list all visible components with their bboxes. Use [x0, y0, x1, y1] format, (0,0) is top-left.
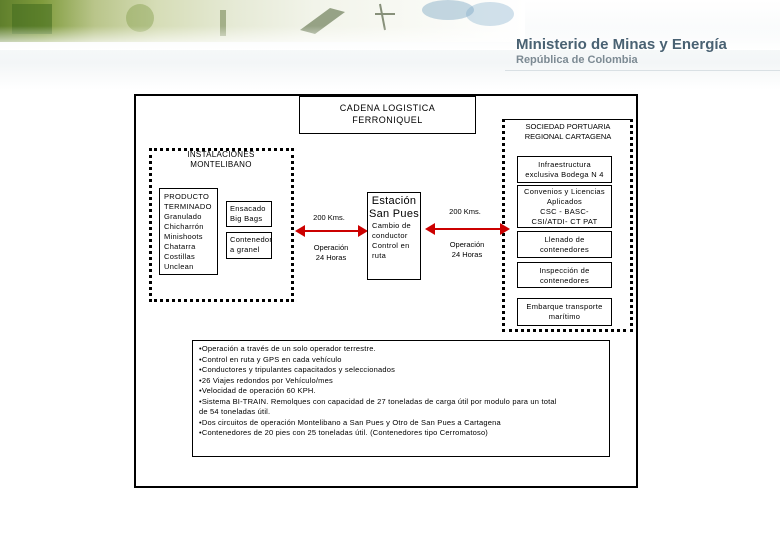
port-shipping-box: Embarque transporte marítimo: [517, 298, 612, 326]
leg2-distance: 200 Kms.: [440, 207, 490, 217]
station-note-1: Cambio de: [368, 221, 420, 231]
diagram-title-box: CADENA LOGISTICA FERRONIQUEL: [299, 96, 476, 134]
station-note-2: conductor: [368, 231, 420, 241]
note-line: •Velocidad de operación 60 KPH.: [199, 386, 603, 397]
leg1-distance: 200 Kms.: [304, 213, 354, 223]
leg1-arrow: [295, 224, 368, 238]
note-line: •Control en ruta y GPS en cada vehículo: [199, 355, 603, 366]
leg2-operation: Operación 24 Horas: [440, 240, 494, 260]
station-name-line2: San Pues: [368, 208, 420, 221]
note-line: de 54 toneladas útil.: [199, 407, 603, 418]
installations-title: INSTALACIONES MONTELIBANO: [150, 150, 292, 170]
port-title: SOCIEDAD PORTUARIA REGIONAL CARTAGENA: [508, 122, 628, 142]
station-note-3: Control en: [368, 241, 420, 251]
station-note-4: ruta: [368, 251, 420, 261]
port-infrastructure-box: Infraestructura exclusiva Bodega N 4: [517, 156, 612, 183]
notes-box: •Operación a través de un solo operador …: [192, 340, 610, 457]
note-line: •Conductores y tripulantes capacitados y…: [199, 365, 603, 376]
country-subtitle: República de Colombia: [516, 54, 638, 66]
diagram-title-line1: CADENA LOGISTICA: [300, 102, 475, 114]
ministry-title: Ministerio de Minas y Energía: [516, 36, 727, 53]
port-licenses-box: Convenios y Licencias Aplicados CSC - BA…: [517, 185, 612, 228]
note-line: •26 Viajes redondos por Vehículo/mes: [199, 376, 603, 387]
diagram-title-line2: FERRONIQUEL: [300, 114, 475, 126]
banner-divider: [505, 70, 780, 71]
note-line: •Contenedores de 20 pies con 25 tonelada…: [199, 428, 603, 439]
leg1-operation: Operación 24 Horas: [304, 243, 358, 263]
station-box: Estación San Pues Cambio de conductor Co…: [367, 192, 421, 280]
product-list-box: PRODUCTO TERMINADO Granulado Chicharrón …: [159, 188, 218, 275]
port-container-fill-box: Llenado de contenedores: [517, 231, 612, 258]
header-banner: Ministerio de Minas y Energía República …: [0, 0, 780, 90]
packing-bigbags-box: Ensacado Big Bags: [226, 201, 272, 227]
station-name-line1: Estación: [368, 195, 420, 208]
note-line: •Sistema BI-TRAIN. Remolques con capacid…: [199, 397, 603, 408]
leg2-arrow: [425, 222, 510, 236]
note-line: •Operación a través de un solo operador …: [199, 344, 603, 355]
note-line: •Dos circuitos de operación Montelibano …: [199, 418, 603, 429]
packing-bulk-box: Contenedor a granel: [226, 232, 272, 259]
port-inspection-box: Inspección de contenedores: [517, 262, 612, 288]
